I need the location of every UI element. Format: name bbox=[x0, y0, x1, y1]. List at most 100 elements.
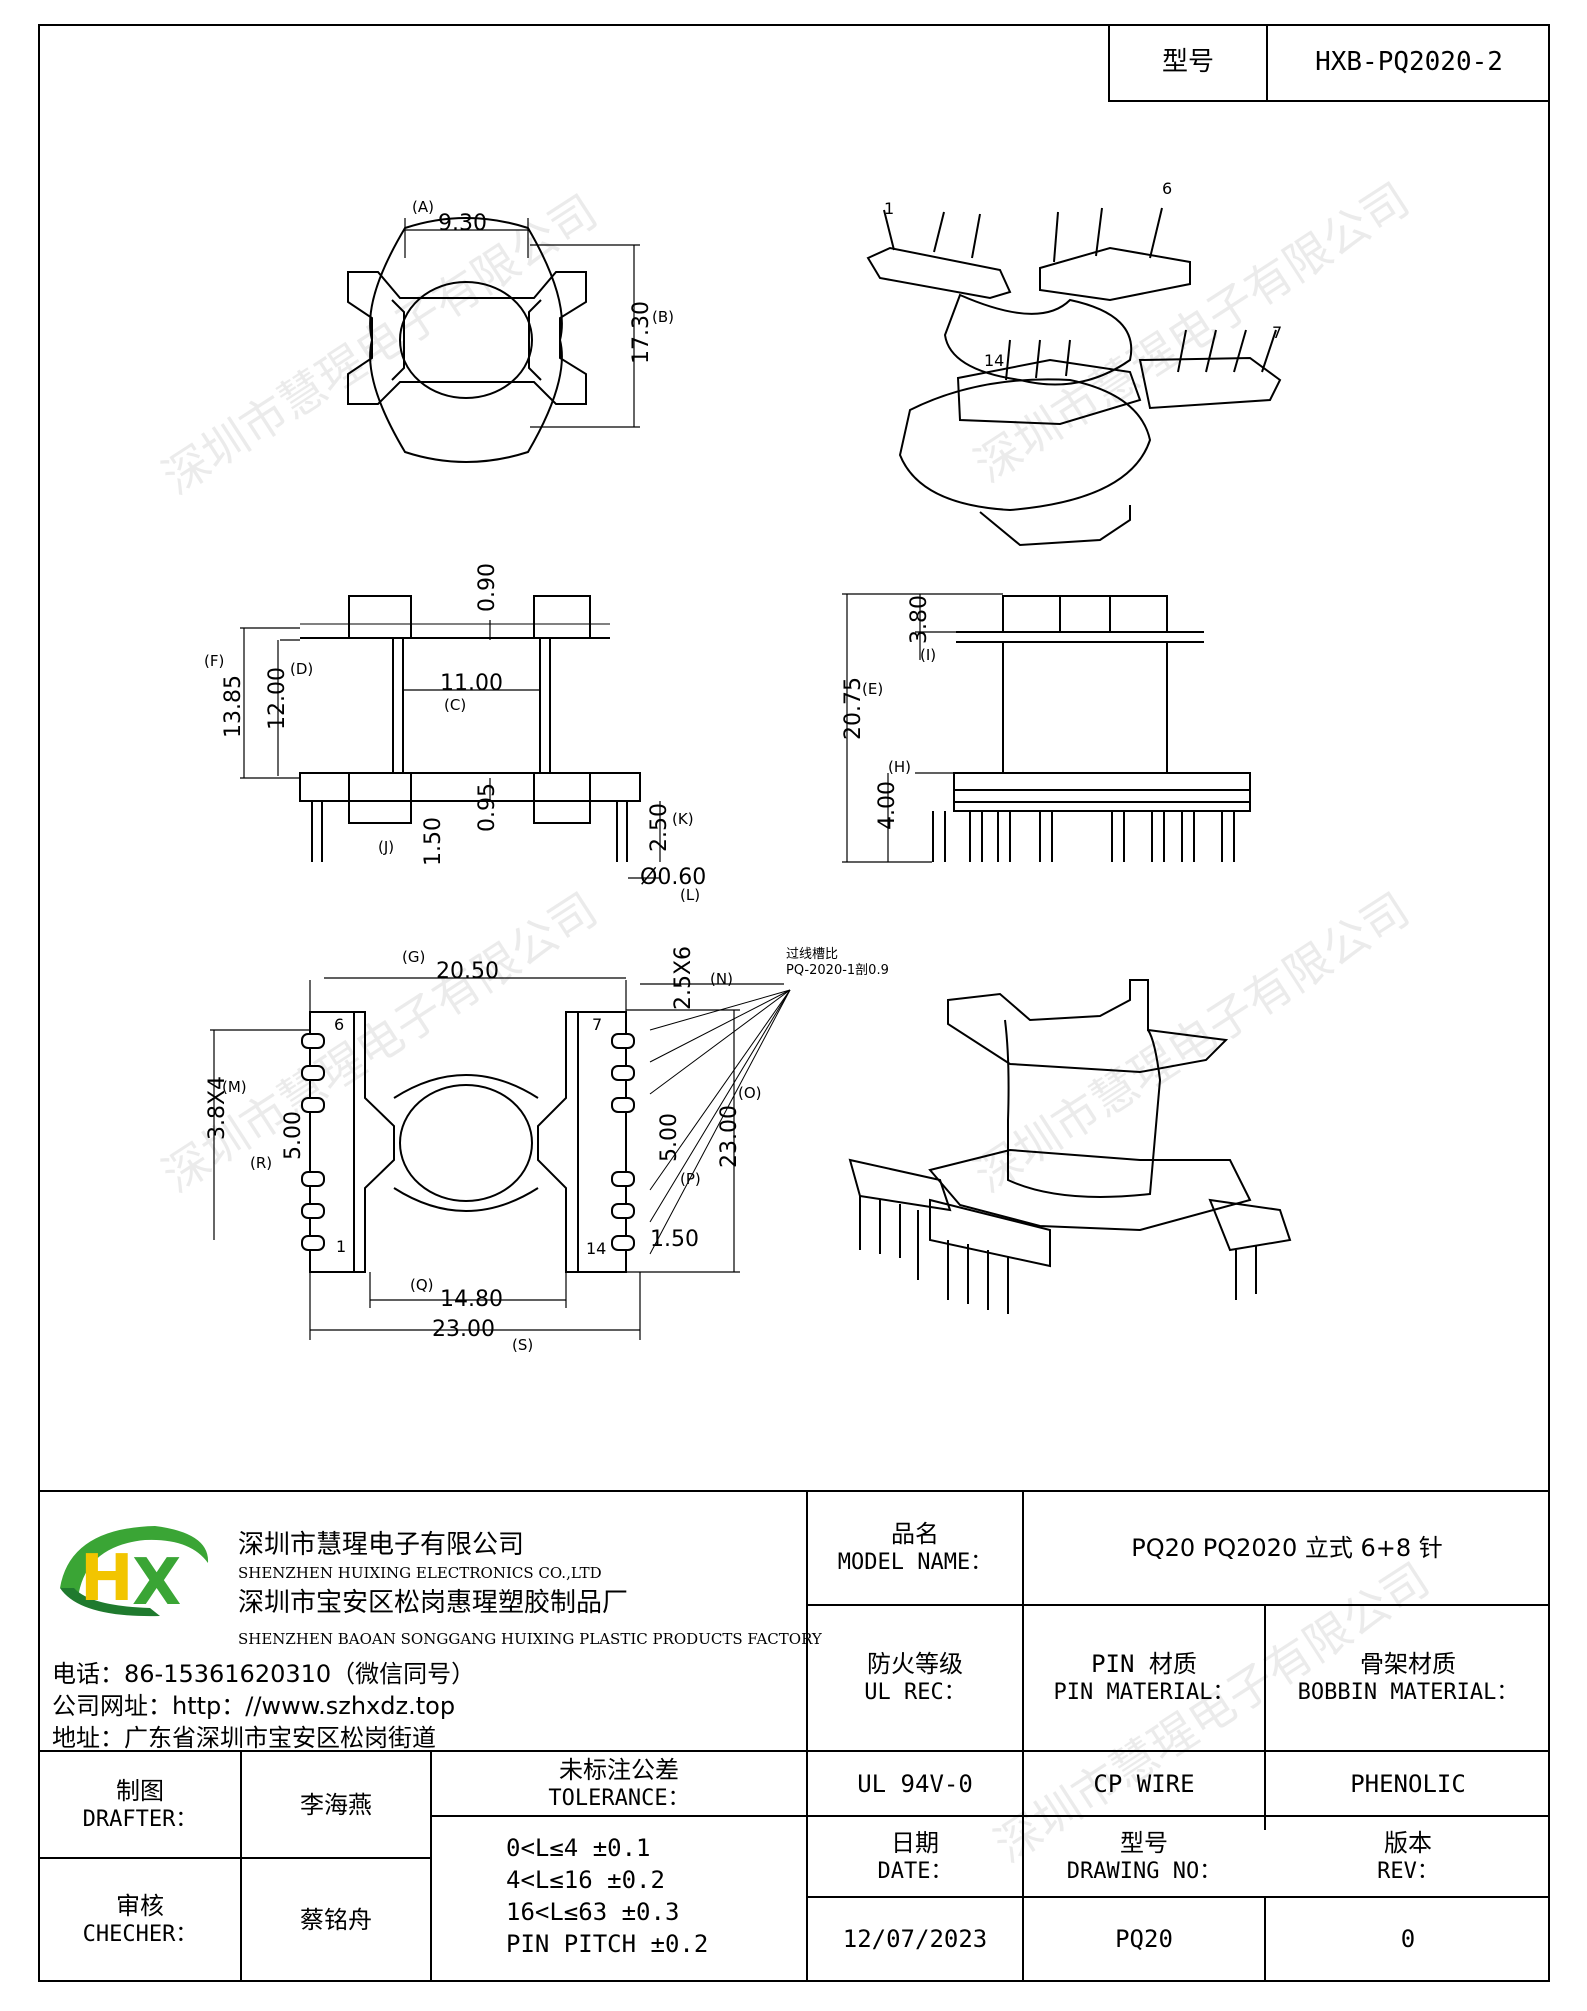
side-view bbox=[842, 593, 1251, 863]
model-name-value: PQ20 PQ2020 立式 6+8 针 bbox=[1131, 1534, 1443, 1562]
factory-name-en: SHENZHEN BAOAN SONGGANG HUIXING PLASTIC … bbox=[238, 1630, 822, 1648]
bobbin-material-label: 骨架材质 BOBBIN MATERIAL： bbox=[1266, 1606, 1550, 1750]
note-slot-ratio: 过线槽比 bbox=[786, 947, 838, 962]
ul-rec-label-cn: 防火等级 bbox=[867, 1650, 963, 1679]
date-value: 12/07/2023 bbox=[842, 1925, 988, 1953]
bottom-pin-14: 14 bbox=[586, 1239, 606, 1258]
rev-label-cn: 版本 bbox=[1384, 1828, 1432, 1857]
dim-a-label: (A) bbox=[412, 198, 434, 216]
dim-i-value: 3.80 bbox=[907, 595, 932, 644]
dim-h-label: (H) bbox=[888, 758, 911, 776]
pin-material-label-en: PIN MATERIAL： bbox=[1053, 1680, 1235, 1706]
dim-c-label: (C) bbox=[444, 696, 466, 714]
dim-q-value: 14.80 bbox=[440, 1287, 503, 1312]
dim-b-value: 17.30 bbox=[629, 301, 654, 364]
tolerance-label-en: TOLERANCE： bbox=[548, 1785, 690, 1811]
ul-rec-value: UL 94V-0 bbox=[857, 1769, 973, 1798]
grid-line bbox=[806, 1896, 1550, 1898]
dim-q-label: (Q) bbox=[410, 1276, 434, 1294]
header-model-box: 型号 HXB-PQ2020-2 bbox=[1108, 24, 1550, 102]
dim-j-label: (J) bbox=[378, 838, 394, 856]
drawing-no-label-en: DRAWING NO： bbox=[1066, 1858, 1222, 1884]
dim-r-label: (R) bbox=[250, 1154, 272, 1172]
grid-line bbox=[430, 1815, 1550, 1817]
dim-i-label: (I) bbox=[920, 646, 936, 664]
dim-g-value: 20.50 bbox=[436, 959, 499, 984]
checker-name: 蔡铭舟 bbox=[300, 1905, 372, 1934]
logo-h: H bbox=[80, 1542, 134, 1616]
drawing-no-label-cn: 型号 bbox=[1120, 1828, 1168, 1857]
pin-material-label-cn: PIN 材质 bbox=[1091, 1650, 1197, 1679]
tolerance-list: 0<L≤4 ±0.1 4<L≤16 ±0.2 16<L≤63 ±0.3 PIN … bbox=[506, 1832, 708, 1960]
dim-m-label: (M) bbox=[222, 1078, 247, 1096]
company-website: 公司网址：http：//www.szhxdz.top bbox=[52, 1692, 456, 1720]
dim-p-value: 5.00 bbox=[657, 1113, 682, 1162]
dim-d-label: (D) bbox=[290, 660, 313, 678]
dim-o-value: 23.00 bbox=[717, 1105, 742, 1168]
grid-line bbox=[1264, 1604, 1266, 1830]
tolerance-label: 未标注公差 TOLERANCE： bbox=[432, 1752, 806, 1815]
tolerance-line: 4<L≤16 ±0.2 bbox=[506, 1866, 665, 1894]
checker-label-en: CHECHER： bbox=[82, 1921, 198, 1947]
grid-line bbox=[38, 1857, 432, 1859]
rev-label: 版本 REV： bbox=[1266, 1817, 1550, 1896]
model-name-label-cn: 品名 bbox=[891, 1520, 939, 1549]
bottom-view bbox=[210, 977, 791, 1340]
bobbin-material-label-en: BOBBIN MATERIAL： bbox=[1297, 1680, 1519, 1706]
company-name-cn: 深圳市慧瑆电子有限公司 bbox=[238, 1530, 525, 1560]
checker-label: 审核 CHECHER： bbox=[40, 1859, 240, 1980]
logo-x: X bbox=[132, 1546, 181, 1620]
date-label-cn: 日期 bbox=[891, 1828, 939, 1857]
drawing-frame bbox=[38, 24, 1550, 1982]
rev-value: 0 bbox=[1400, 1925, 1416, 1953]
checker-label-cn: 审核 bbox=[116, 1891, 164, 1920]
dim-g-label: (G) bbox=[402, 948, 425, 966]
iso-pin-1: 1 bbox=[884, 199, 894, 218]
drafter-label-en: DRAFTER： bbox=[82, 1806, 198, 1832]
date-label: 日期 DATE： bbox=[808, 1817, 1022, 1896]
drawing-no-label: 型号 DRAWING NO： bbox=[1024, 1817, 1264, 1896]
ul-rec-label: 防火等级 UL REC： bbox=[808, 1606, 1022, 1750]
drafter-label-cn: 制图 bbox=[116, 1776, 164, 1805]
ul-rec-label-en: UL REC： bbox=[864, 1680, 966, 1706]
bottom-pin-6: 6 bbox=[334, 1015, 344, 1034]
dim-f-value: 13.85 bbox=[221, 675, 246, 738]
company-address: 地址：广东省深圳市宝安区松岗街道 bbox=[52, 1724, 436, 1752]
tolerance-line: 0<L≤4 ±0.1 bbox=[506, 1834, 651, 1862]
dim-0-90: 0.90 bbox=[475, 563, 500, 612]
tolerance-line: 16<L≤63 ±0.3 bbox=[506, 1898, 680, 1926]
dim-r-value: 5.00 bbox=[281, 1111, 306, 1160]
title-block-top-line bbox=[38, 1490, 1550, 1492]
date-label-en: DATE： bbox=[877, 1858, 953, 1884]
drafter-name: 李海燕 bbox=[300, 1790, 372, 1819]
dim-f-label: (F) bbox=[204, 652, 224, 670]
grid-line bbox=[240, 1750, 242, 1982]
bottom-pin-1: 1 bbox=[336, 1237, 346, 1256]
factory-name-cn: 深圳市宝安区松岗惠瑆塑胶制品厂 bbox=[238, 1588, 629, 1618]
bobbin-material-label-cn: 骨架材质 bbox=[1360, 1650, 1456, 1679]
header-model-label: 型号 bbox=[1110, 24, 1268, 100]
iso-pin-6: 6 bbox=[1162, 179, 1172, 198]
dim-n-label: (N) bbox=[710, 970, 733, 988]
iso-view-bottom bbox=[848, 979, 1292, 1314]
grid-line bbox=[430, 1750, 432, 1982]
pin-material-value: CP WIRE bbox=[1093, 1769, 1195, 1798]
drawing-no-value: PQ20 bbox=[1115, 1925, 1173, 1953]
grid-line bbox=[806, 1604, 1550, 1606]
drafter-label: 制图 DRAFTER： bbox=[40, 1752, 240, 1857]
dim-l-value: Ø0.60 bbox=[640, 865, 706, 890]
dim-o-label: (O) bbox=[738, 1084, 762, 1102]
header-model-value: HXB-PQ2020-2 bbox=[1315, 46, 1503, 77]
dim-s-value: 23.00 bbox=[432, 1317, 495, 1342]
dim-b-label: (B) bbox=[652, 308, 674, 326]
grid-line bbox=[1264, 1896, 1266, 1982]
iso-pin-7: 7 bbox=[1272, 323, 1282, 342]
dim-h-value: 4.00 bbox=[875, 781, 900, 830]
technical-drawing: (A) 9.30 (B) 17.30 1 6 7 14 0.90 11.00 (… bbox=[204, 179, 1292, 1354]
dim-m-value: 3.8X4 bbox=[205, 1076, 230, 1140]
dim-k-value: 2.50 bbox=[647, 803, 672, 852]
grid-line bbox=[38, 1750, 1550, 1752]
dim-1-50: 1.50 bbox=[650, 1227, 699, 1252]
company-logo: H X bbox=[50, 1508, 220, 1628]
company-name-en: SHENZHEN HUIXING ELECTRONICS CO.,LTD bbox=[238, 1564, 602, 1582]
